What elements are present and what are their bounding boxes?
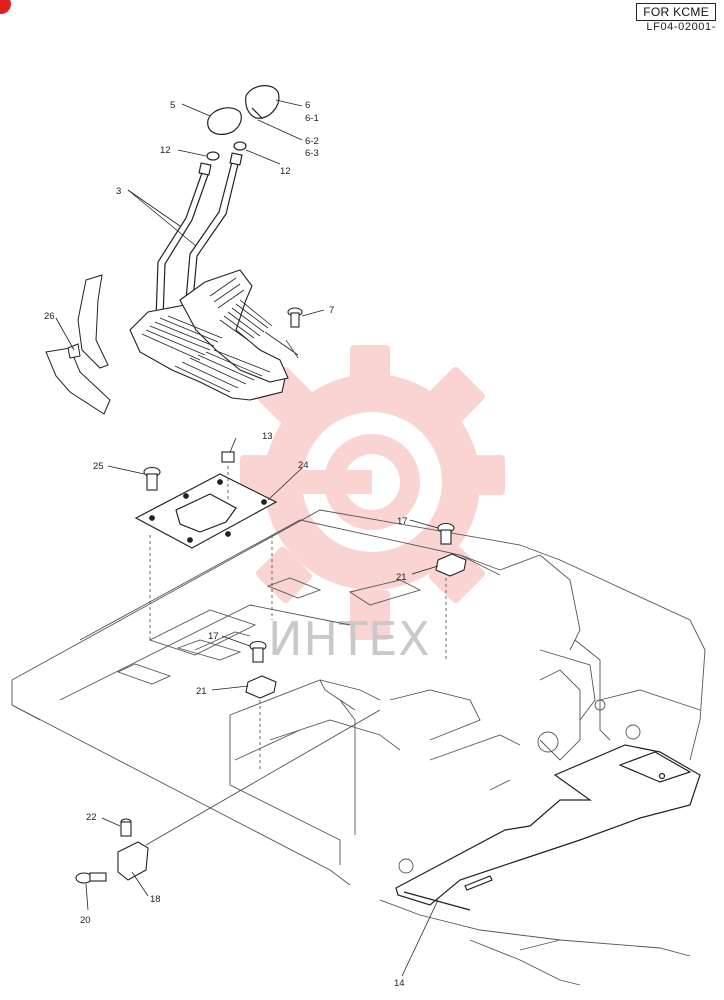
callout-24: 24 — [298, 460, 309, 471]
clip-21-lower — [245, 675, 277, 699]
clip-21-upper — [435, 553, 467, 577]
model-code-box: FOR KCME — [636, 3, 716, 21]
floor-mat — [395, 744, 701, 911]
callout-5: 5 — [170, 100, 175, 111]
lever-assembly — [155, 85, 280, 319]
callout-6: 6 — [305, 100, 310, 111]
corner-marker — [0, 0, 11, 14]
alignment-lines — [149, 466, 447, 770]
callout-14: 14 — [394, 978, 405, 989]
fasteners — [75, 307, 467, 884]
cover-plate-24 — [134, 473, 278, 549]
floor-frame — [11, 509, 706, 986]
callout-6-1: 6-1 — [305, 113, 319, 124]
foot-pedal — [129, 269, 299, 401]
callout-12-right: 12 — [280, 166, 291, 177]
callout-12-left: 12 — [160, 145, 171, 156]
callout-21-upper: 21 — [396, 572, 407, 583]
callout-20: 20 — [80, 915, 91, 926]
callout-17-upper: 17 — [397, 516, 408, 527]
watermark-text: ИНТЕХ — [268, 612, 431, 666]
watermark-logo — [240, 345, 505, 640]
callout-3: 3 — [116, 186, 121, 197]
connector-lines — [145, 339, 381, 846]
callout-13: 13 — [262, 431, 273, 442]
callout-21-lower: 21 — [196, 686, 207, 697]
bolt-25 — [143, 466, 161, 491]
drawing-reference: LF04-02001- — [646, 21, 716, 33]
bracket-26 — [45, 274, 111, 415]
callout-labels: 5 6 6-1 6-2 6-3 12 12 3 7 26 13 25 24 17… — [44, 100, 408, 989]
callout-6-3: 6-3 — [305, 148, 319, 159]
callout-17-lower: 17 — [208, 631, 219, 642]
leader-lines — [55, 99, 439, 977]
callout-26: 26 — [44, 311, 55, 322]
callout-22: 22 — [86, 812, 97, 823]
callout-18: 18 — [150, 894, 161, 905]
nut-13 — [221, 451, 235, 463]
bolt-17-lower — [249, 640, 267, 663]
callout-7: 7 — [329, 305, 334, 316]
bolt-7 — [287, 307, 303, 328]
bolt-20 — [75, 872, 107, 884]
plug-22 — [120, 818, 132, 837]
callout-6-2: 6-2 — [305, 136, 319, 147]
bracket-18 — [117, 841, 149, 881]
callout-25: 25 — [93, 461, 104, 472]
